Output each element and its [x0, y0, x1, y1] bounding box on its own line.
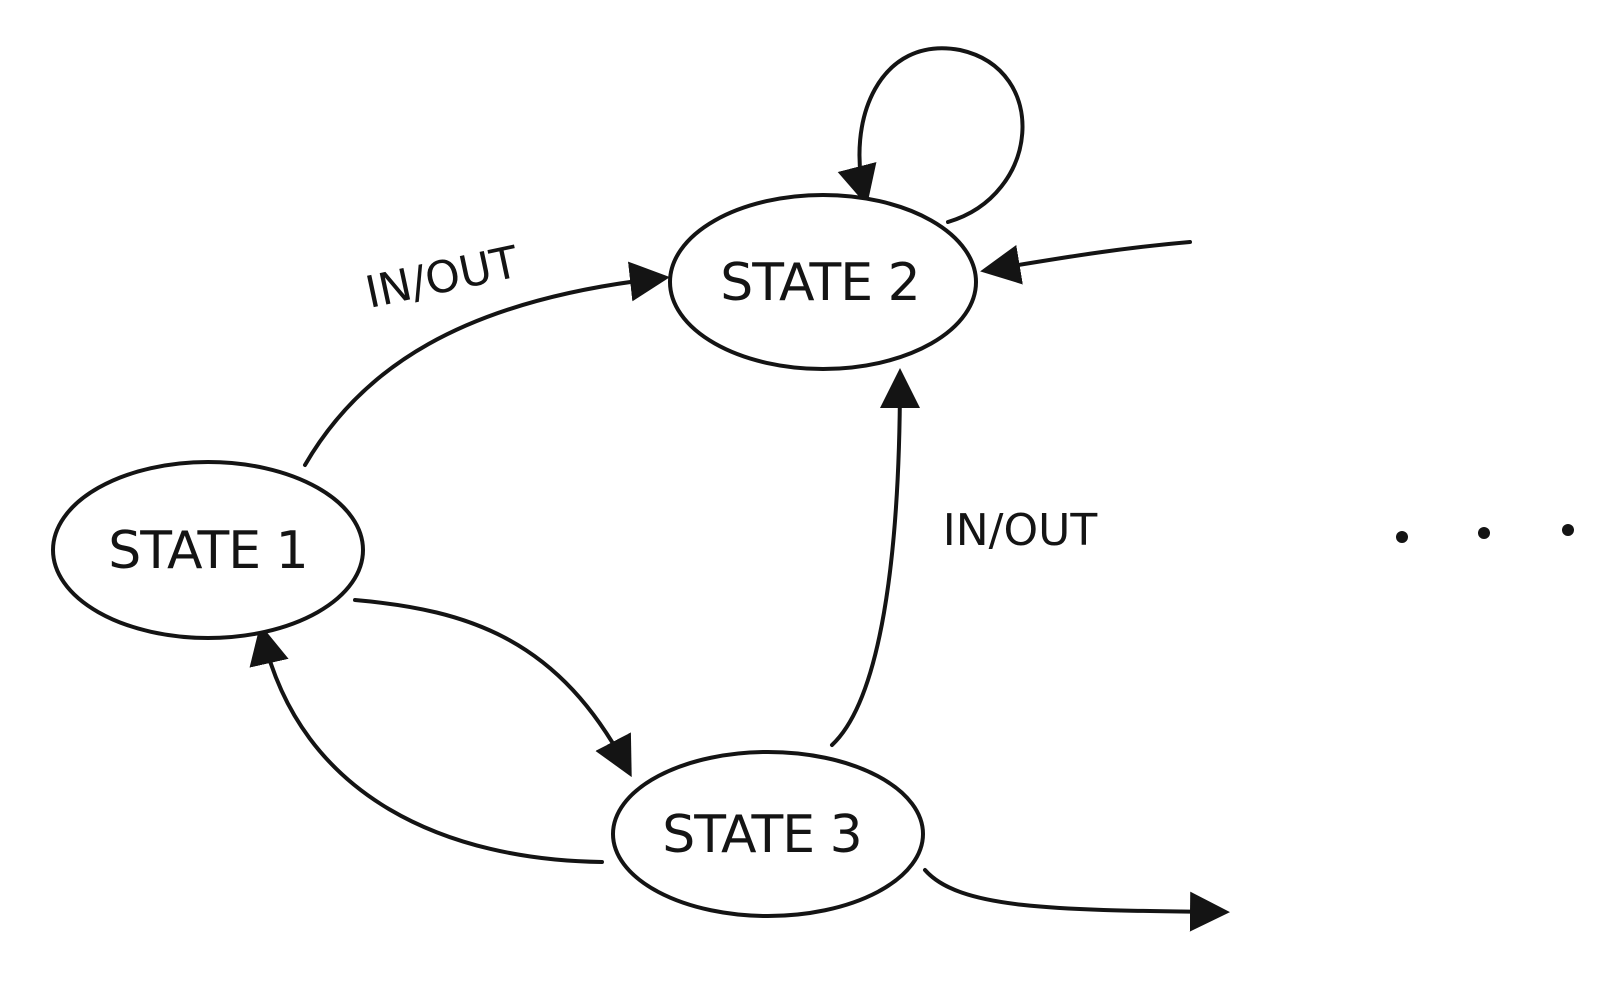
transition-label-state1-state2: IN/OUT [361, 237, 523, 319]
edge-external-to-state2 [980, 240, 1192, 285]
state3-node: STATE 3 [611, 750, 925, 918]
edge-state3-to-state1 [249, 624, 604, 864]
edge-state1-to-state2 [303, 261, 670, 467]
edge-state1-to-state3 [353, 598, 632, 778]
state2-node: STATE 2 [668, 193, 978, 371]
state3-label: STATE 3 [662, 805, 862, 865]
state1-node: STATE 1 [51, 460, 365, 640]
state1-label: STATE 1 [108, 521, 308, 581]
edge-state3-to-state2 [830, 368, 920, 747]
edge-state2-self-loop [837, 46, 1025, 224]
transition-label-state3-state2: IN/OUT [943, 505, 1098, 556]
continuation-ellipsis [1396, 524, 1574, 543]
state2-label: STATE 2 [720, 253, 920, 313]
edge-state3-outgoing [923, 868, 1230, 932]
